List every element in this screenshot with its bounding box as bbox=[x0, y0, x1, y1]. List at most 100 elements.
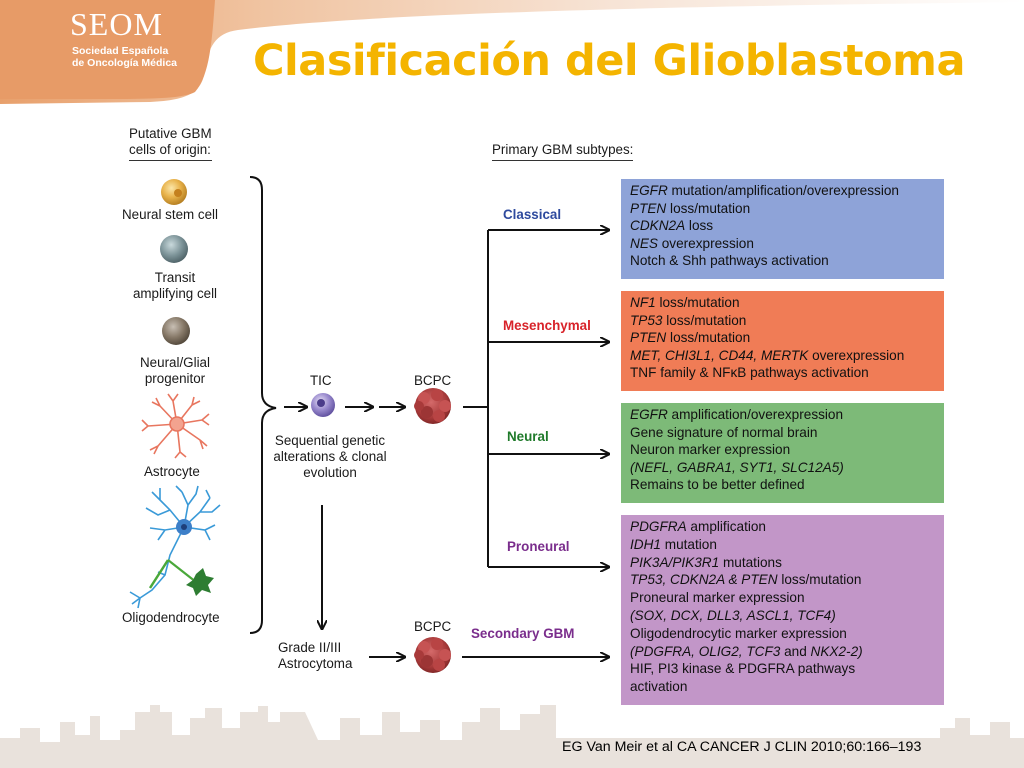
line-text: Notch & Shh pathways activation bbox=[630, 253, 829, 269]
subtype-label-neural: Neural bbox=[507, 429, 549, 444]
line-text: Oligodendrocytic marker expression bbox=[630, 625, 847, 641]
origin-header-line1: Putative GBM bbox=[129, 126, 212, 141]
subtypes-header: Primary GBM subtypes: bbox=[492, 142, 634, 161]
gene-name: CDKN2A bbox=[630, 218, 686, 234]
classical-line: NES overexpression bbox=[630, 235, 944, 253]
subtype-label-secondary-gbm: Secondary GBM bbox=[471, 626, 575, 641]
label-progenitor-line1: Neural/Glial bbox=[140, 355, 210, 370]
classical-line: CDKN2A loss bbox=[630, 217, 944, 235]
line-text: Gene signature of normal brain bbox=[630, 424, 818, 440]
mesenchymal-line: TP53 loss/mutation bbox=[630, 312, 944, 330]
neural-line: (NEFL, GABRA1, SYT1, SLC12A5) bbox=[630, 459, 944, 477]
mesenchymal-line: NF1 loss/mutation bbox=[630, 294, 944, 312]
neural-line: Neuron marker expression bbox=[630, 441, 944, 459]
gene-name: (PDGFRA, OLIG2, TCF3 bbox=[630, 643, 781, 659]
header: SEOM Sociedad Española de Oncología Médi… bbox=[0, 0, 1024, 110]
proneural-line: Proneural marker expression bbox=[630, 589, 944, 607]
proneural-line: IDH1 mutation bbox=[630, 536, 944, 554]
line-text: HIF, PI3 kinase & PDGFRA pathways bbox=[630, 661, 856, 677]
gene-name: TP53, CDKN2A & PTEN bbox=[630, 572, 778, 588]
skyline-decoration bbox=[0, 705, 1024, 768]
proneural-box: PDGFRA amplification IDH1 mutation PIK3A… bbox=[621, 515, 944, 705]
line-text: loss/mutation bbox=[777, 572, 862, 588]
tic-cell-icon bbox=[311, 393, 335, 417]
gene-name: TP53 bbox=[630, 312, 663, 328]
gene-name: PTEN bbox=[630, 330, 667, 346]
classical-line: Notch & Shh pathways activation bbox=[630, 252, 944, 270]
label-sequential-line1: Sequential genetic bbox=[274, 433, 386, 448]
label-transit-line1: Transit bbox=[154, 270, 196, 285]
label-bcpc-secondary: BCPC bbox=[414, 619, 452, 634]
logo-subtitle: Sociedad Española de Oncología Médica bbox=[72, 45, 177, 69]
label-progenitor-line2: progenitor bbox=[144, 371, 206, 386]
line-text: loss/mutation bbox=[666, 330, 751, 346]
neural-line: Gene signature of normal brain bbox=[630, 424, 944, 442]
oligodendrocyte-neuron-icon bbox=[129, 485, 221, 609]
line-text: overexpression bbox=[657, 235, 754, 251]
origin-brace bbox=[249, 176, 277, 634]
label-sequential-line2: alterations & clonal bbox=[273, 449, 387, 464]
label-grade-astrocytoma: Grade II/III Astrocytoma bbox=[278, 640, 352, 672]
gene-name: PTEN bbox=[630, 200, 667, 216]
transit-amplifying-cell-icon bbox=[160, 235, 188, 263]
mesenchymal-line: PTEN loss/mutation bbox=[630, 329, 944, 347]
line-text: loss/mutation bbox=[666, 200, 751, 216]
neural-stem-cell-icon bbox=[161, 179, 187, 205]
gene-name: IDH1 bbox=[630, 536, 661, 552]
gene-name: EGFR bbox=[630, 183, 668, 198]
gene-name: NES bbox=[630, 235, 658, 251]
bcpc-cluster-icon bbox=[414, 388, 451, 424]
label-sequential-alterations: Sequential genetic alterations & clonal … bbox=[270, 433, 390, 481]
subtype-label-classical: Classical bbox=[503, 207, 562, 222]
mesenchymal-box: NF1 loss/mutation TP53 loss/mutation PTE… bbox=[621, 291, 944, 391]
astrocyte-icon bbox=[141, 393, 210, 459]
logo-wordmark: SEOM bbox=[70, 6, 163, 42]
origin-header-line2: cells of origin: bbox=[129, 142, 211, 157]
subtype-label-proneural: Proneural bbox=[507, 539, 570, 554]
line-text: loss/mutation bbox=[655, 295, 740, 310]
label-transit-amplifying: Transit amplifying cell bbox=[110, 270, 240, 302]
classical-box: EGFR mutation/amplification/overexpressi… bbox=[621, 179, 944, 279]
label-grade-line1: Grade II/III bbox=[278, 640, 342, 655]
gene-name: NKX2-2) bbox=[810, 643, 863, 659]
subtype-branching-lines bbox=[463, 230, 608, 567]
classical-line: PTEN loss/mutation bbox=[630, 200, 944, 218]
gene-name: (NEFL, GABRA1, SYT1, SLC12A5) bbox=[630, 459, 844, 475]
label-bcpc: BCPC bbox=[414, 373, 452, 388]
proneural-line: activation bbox=[630, 678, 944, 696]
proneural-line: (PDGFRA, OLIG2, TCF3 and NKX2-2) bbox=[630, 643, 944, 661]
line-text: TNF family & NFκB pathways activation bbox=[630, 365, 869, 381]
gene-name: (SOX, DCX, DLL3, ASCL1, TCF4) bbox=[630, 607, 836, 623]
line-text: Remains to be better defined bbox=[630, 477, 805, 493]
gene-name: EGFR bbox=[630, 407, 668, 422]
gene-name: PIK3A/PIK3R1 bbox=[630, 554, 720, 570]
label-sequential-line3: evolution bbox=[303, 465, 357, 480]
line-text: mutation bbox=[660, 536, 717, 552]
neural-line: EGFR amplification/overexpression bbox=[630, 406, 944, 424]
label-tic: TIC bbox=[310, 373, 332, 388]
line-text: overexpression bbox=[808, 347, 905, 363]
label-neural-glial-progenitor: Neural/Glial progenitor bbox=[110, 355, 240, 387]
neural-box: EGFR amplification/overexpression Gene s… bbox=[621, 403, 944, 503]
neural-line: Remains to be better defined bbox=[630, 476, 944, 494]
proneural-line: TP53, CDKN2A & PTEN loss/mutation bbox=[630, 571, 944, 589]
line-text: Neuron marker expression bbox=[630, 442, 791, 458]
line-text: mutation/amplification/overexpression bbox=[667, 183, 899, 198]
label-grade-line2: Astrocytoma bbox=[278, 656, 353, 671]
proneural-line: PIK3A/PIK3R1 mutations bbox=[630, 554, 944, 572]
mesenchymal-line: TNF family & NFκB pathways activation bbox=[630, 364, 944, 382]
line-text: loss bbox=[685, 218, 714, 234]
line-text: amplification/overexpression bbox=[667, 407, 844, 422]
citation: EG Van Meir et al CA CANCER J CLIN 2010;… bbox=[562, 739, 922, 755]
line-text: and bbox=[780, 643, 811, 659]
line-text: loss/mutation bbox=[662, 312, 747, 328]
origin-header: Putative GBM cells of origin: bbox=[129, 126, 212, 161]
gene-name: MET, CHI3L1, CD44, MERTK bbox=[630, 347, 809, 363]
proneural-line: HIF, PI3 kinase & PDGFRA pathways bbox=[630, 660, 944, 678]
gene-name: PDGFRA bbox=[630, 519, 687, 534]
gene-name: NF1 bbox=[630, 295, 656, 310]
label-neural-stem-cell: Neural stem cell bbox=[122, 207, 218, 222]
line-text: amplification bbox=[686, 519, 766, 534]
label-astrocyte: Astrocyte bbox=[144, 464, 200, 479]
neural-glial-progenitor-icon bbox=[162, 317, 190, 345]
